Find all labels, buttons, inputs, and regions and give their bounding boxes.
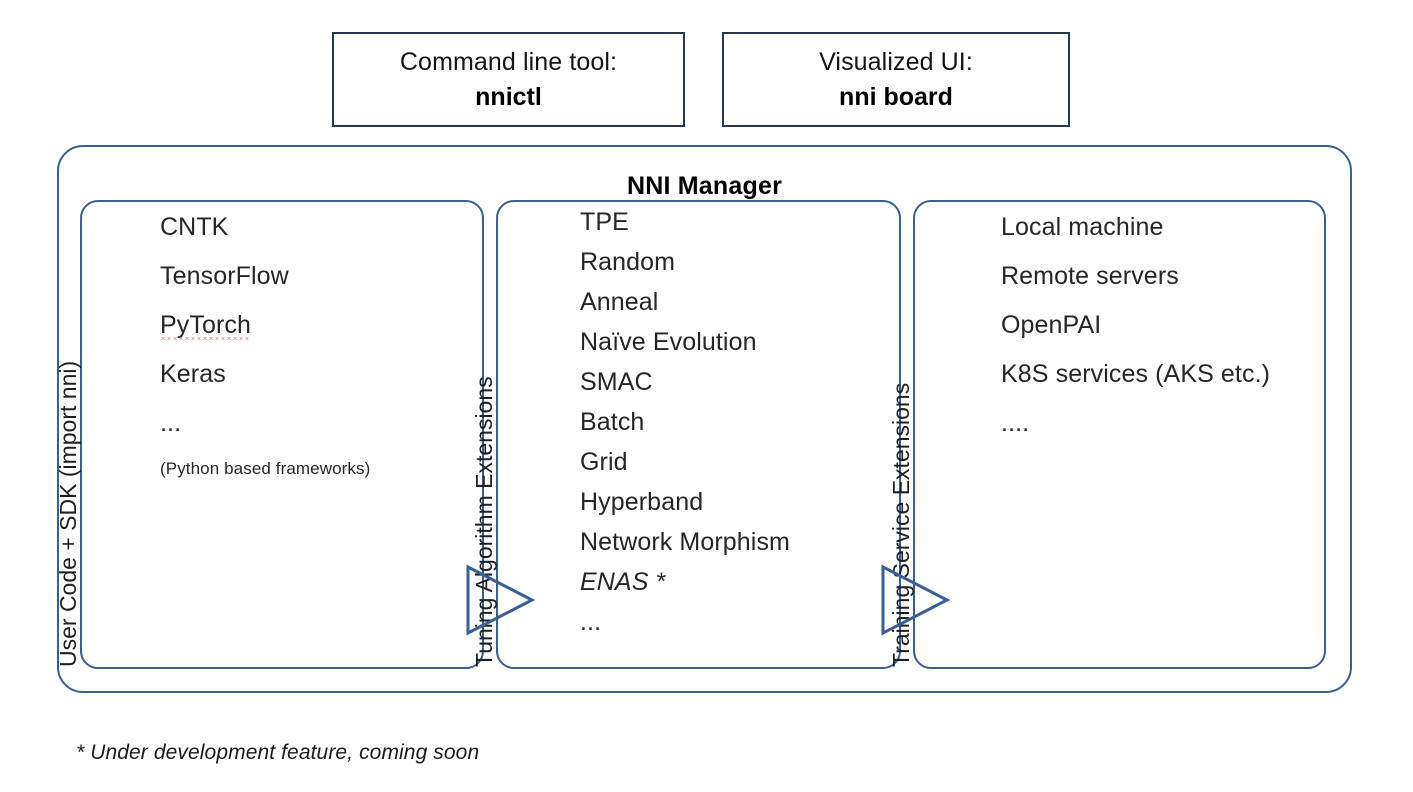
list-item: SMAC [580,368,653,396]
list-item: Hyperband [580,488,704,516]
list-item-note: (Python based frameworks) [160,459,371,478]
nni-manager-title: NNI Manager [626,172,782,200]
list-item: Grid [580,448,628,476]
list-item: Naïve Evolution [580,328,757,356]
panel-tuning-algorithms: Tuning Algorithm Extensions TPE Random A… [471,200,901,669]
panel-tuning-items: TPE Random Anneal Naïve Evolution SMAC B… [580,210,889,635]
list-item: Batch [580,408,645,436]
command-line-tool-value: nnictl [475,82,542,111]
flow-arrow-tuning-to-training-icon [879,563,951,637]
visualized-ui-box: Visualized UI: nni board [722,32,1070,127]
command-line-tool-box: Command line tool: nnictl [332,32,685,127]
list-item-label-pytorch: PyTorch [160,311,252,339]
visualized-ui-value: nni board [839,82,953,111]
panel-user-code-items: CNTK TensorFlow PyTorch Keras ... (Pytho… [160,215,472,477]
list-item: K8S services (AKS etc.) [1001,360,1271,388]
list-item: PyTorch [160,311,472,339]
list-item: CNTK [160,213,229,241]
panel-user-code-vertical-label: User Code + SDK (import nni) [46,207,82,667]
command-line-tool-caption: Command line tool: [399,48,618,77]
list-item: Network Morphism [580,528,790,556]
panel-user-code-vertical-label-text: User Code + SDK (import nni) [55,360,81,667]
footnote: * Under development feature, coming soon [76,741,480,764]
list-item-ellipsis: .... [1001,409,1030,437]
list-item-enas: ENAS * [580,568,666,596]
list-item-ellipsis: ... [160,409,182,437]
panel-user-code: User Code + SDK (import nni) CNTK Tensor… [55,200,484,669]
list-item: OpenPAI [1001,311,1102,339]
list-item-ellipsis: ... [580,608,602,636]
list-item: Remote servers [1001,262,1179,290]
list-item: Random [580,248,676,276]
list-item: TPE [580,208,629,236]
list-item: Keras [160,360,226,388]
list-item: Anneal [580,288,659,316]
visualized-ui-caption: Visualized UI: [819,48,973,77]
flow-arrow-user-code-to-tuning-icon [464,563,536,637]
panel-training-items: Local machine Remote servers OpenPAI K8S… [1001,215,1314,436]
list-item: Local machine [1001,213,1164,241]
list-item: TensorFlow [160,262,289,290]
panel-training-services: Training Service Extensions Local machin… [888,200,1326,669]
